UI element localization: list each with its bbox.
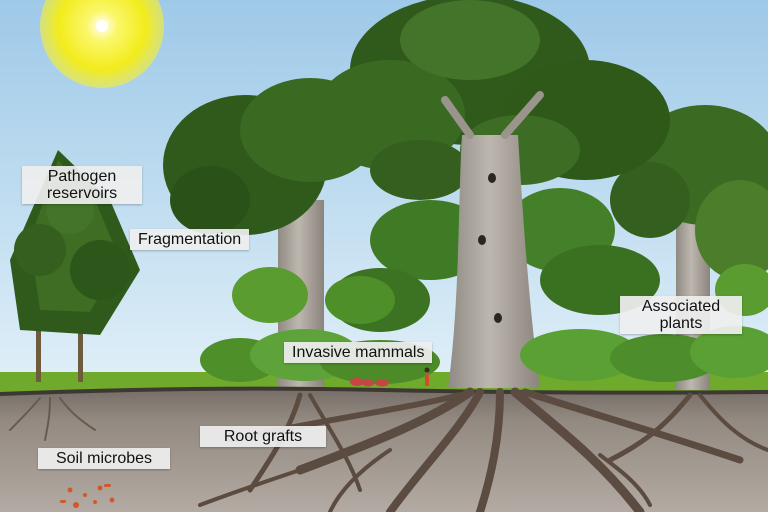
main-tree-trunk-icon [441, 91, 544, 388]
microbe-icon [60, 484, 115, 508]
person-icon [424, 367, 430, 386]
associated-plants-label: Associated plants [620, 296, 742, 334]
soil-microbes-label: Soil microbes [38, 448, 170, 469]
mammal-icon [350, 378, 389, 387]
root-grafts-label: Root grafts [200, 426, 326, 447]
fragmentation-label: Fragmentation [130, 229, 250, 250]
soil-layer [0, 388, 768, 512]
invasive-mammals-label: Invasive mammals [284, 342, 433, 363]
root-system-icon [9, 387, 768, 512]
pathogen-reservoirs-label: Pathogen reservoirs [22, 166, 142, 204]
sun-icon [40, 0, 164, 88]
